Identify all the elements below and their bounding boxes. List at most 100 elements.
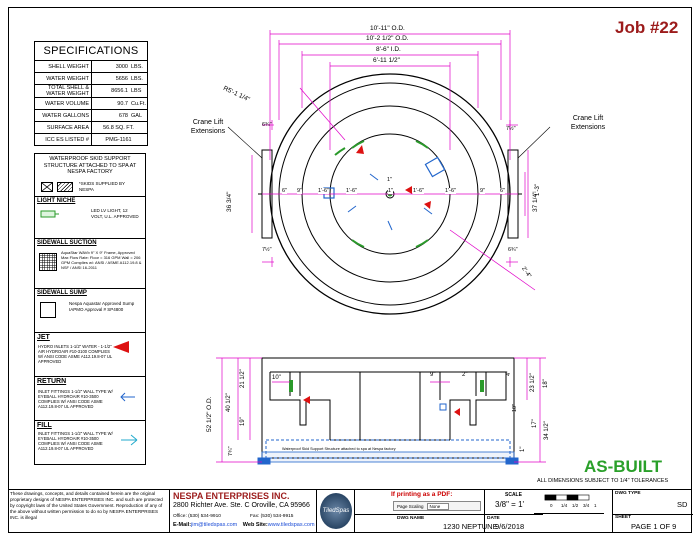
email-link[interactable]: jim@tiledspas.com	[191, 522, 238, 528]
company-cell: NESPA ENTERPRISES INC. 2800 Richter Ave.…	[169, 490, 316, 533]
title-block: These drawings, concepts, and details co…	[8, 489, 693, 533]
plan-row-dimension: 9"	[297, 188, 303, 194]
sidewall-sump-title: SIDEWALL SUMP	[37, 290, 87, 296]
jet-title: JET	[37, 334, 50, 341]
drawing-frame	[8, 7, 692, 533]
dim-od2-label: 10'-2 1/2" O.D.	[366, 35, 409, 42]
page-scaling-select[interactable]: Page Scaling None	[393, 501, 481, 511]
plan-row-dimension: 9"	[480, 188, 486, 194]
light-niche-text: LED LV LIGHT, 12 VOLT, U.L. APPROVED	[91, 208, 139, 219]
section-dim-10b: 10"	[512, 403, 518, 412]
spec-unit: GAL	[131, 112, 143, 119]
section-dim-9: 9"	[430, 372, 436, 378]
fill-section: FILL INLET FITTINGS 1-1/2" WALL TYPE W/ …	[35, 420, 145, 451]
scale-label: SCALE	[505, 492, 522, 498]
section-outline	[261, 357, 515, 459]
sidewall-sump-section: SIDEWALL SUMP Nespa Aquastar Approved Su…	[35, 288, 145, 318]
section-dim-4: 4"	[506, 370, 512, 376]
section-dim-1: 1"	[520, 446, 526, 452]
sheet-value: PAGE 1 OF 9	[631, 522, 677, 531]
spec-value: 90.7	[117, 100, 128, 107]
section-dimensions	[216, 357, 546, 463]
dim-r1-label: 1'-3"	[535, 184, 541, 196]
section-dim-17: 17"	[532, 419, 538, 428]
scale-cell: SCALE 3/8" = 1' DATE 9/6/2018	[484, 490, 543, 533]
spec-label: WATER VOLUME	[35, 98, 92, 109]
plan-row-dimension: 1'-6"	[445, 188, 456, 194]
dim-712-top-right: 7½"	[506, 126, 516, 132]
company-address: 2800 Richter Ave. Ste. C Oroville, CA 95…	[173, 502, 310, 509]
jet-text: HYDRO INLETS 1-1/2" WATER - 1-1/2" AIR H…	[38, 344, 113, 364]
job-number: Job #22	[615, 18, 679, 37]
skid-support	[265, 439, 511, 459]
sidewall-sump-text: Nespa Aquastar Approved Sump IAPMO Appro…	[69, 301, 135, 312]
section-dim-18: 18"	[543, 379, 549, 388]
scale-tick-label: 1	[594, 503, 597, 508]
section-dim-23: 23 1/2"	[530, 373, 536, 392]
as-built-stamp: AS-BUILT	[584, 457, 663, 476]
spec-unit: LBS.	[131, 75, 143, 82]
section-dim-734: 7¾"	[228, 446, 234, 456]
spec-unit: LBS.	[131, 63, 143, 70]
page-scaling-label: Page Scaling	[397, 503, 424, 509]
spec-label: SHELL WEIGHT	[35, 61, 92, 72]
return-text: INLET FITTINGS 1-1/2" WALL TYPE W/ EYEBA…	[38, 389, 113, 409]
dim-64-top-left: 6¾"	[262, 122, 272, 128]
section-dim-10: 10"	[272, 375, 281, 381]
suction-grate-icon	[39, 253, 57, 271]
plan-row-dimension: 1'-6"	[318, 188, 329, 194]
section-dim-34: 34 1/2"	[544, 421, 550, 440]
copyright-notice: These drawings, concepts, and details co…	[10, 491, 163, 520]
sidewall-suction-text: AquaStar WAVb 9" X 9" Frame, Approved Ma…	[61, 250, 142, 270]
spec-label: WATER WEIGHT	[35, 73, 92, 84]
spec-label: ICC ES LISTED #	[35, 134, 92, 145]
spec-value: PMG-1161	[105, 136, 132, 143]
section-dim-2: 2"	[462, 372, 468, 378]
date-value: 9/6/2018	[495, 522, 525, 531]
specifications-title: SPECIFICATIONS	[35, 42, 147, 61]
logo-cell: TiledSpas	[316, 490, 354, 533]
dwg-type-value: SD	[677, 500, 688, 509]
company-office: Office: (530) 534-9910	[173, 514, 221, 519]
spec-value: 56.8 SQ. FT.	[103, 124, 134, 131]
web-link[interactable]: www.tiledspas.com	[267, 522, 315, 528]
return-icon	[120, 392, 135, 402]
scale-tick-label: 0	[550, 503, 553, 508]
plan-row-dimension: 6"	[500, 188, 506, 194]
spec-value: 5656	[115, 75, 128, 82]
section-view	[257, 357, 519, 465]
dim-od-label: 10'-11" O.D.	[370, 25, 405, 32]
plan-row-dimension: 1'-6"	[346, 188, 357, 194]
fill-text: INLET FITTINGS 1-1/2" WALL TYPE W/ EYEBA…	[38, 431, 113, 451]
logo-text: TiledSpas	[322, 508, 350, 514]
date-divider	[534, 513, 604, 514]
scale-bar	[544, 494, 590, 501]
dwg-type-label: DWG TYPE	[615, 491, 641, 496]
dwg-name: 1230 NEPTUNE	[443, 522, 498, 531]
pdf-cell: If printing as a PDF: Page Scaling None …	[354, 490, 498, 533]
return-title: RETURN	[37, 378, 67, 385]
page-scaling-value: None	[426, 502, 450, 510]
date-label: DATE	[487, 516, 500, 521]
light-niche-title: LIGHT NICHE	[37, 198, 76, 204]
spec-label: TOTAL SHELL & WATER WEIGHT	[35, 85, 92, 97]
section-dim-52: 52 1/2" O.D.	[206, 396, 213, 432]
spec-row: ICC ES LISTED # PMG-1161	[35, 134, 147, 145]
sump-icon	[40, 302, 56, 318]
company-logo: TiledSpas	[320, 493, 352, 529]
suction-right	[424, 156, 446, 178]
fill-icon	[121, 434, 138, 446]
dim-inner-label: 6'-11 1/2"	[373, 57, 400, 64]
section-dim-21: 21 1/2"	[240, 369, 246, 388]
dwg-name-label: DWG NAME	[397, 516, 425, 521]
dim-1in-center: 1"	[387, 177, 393, 183]
skid-hatch-symbol	[57, 182, 73, 192]
plan-dimensions	[251, 30, 536, 291]
jet-section: JET HYDRO INLETS 1-1/2" WATER - 1-1/2" A…	[35, 332, 145, 364]
